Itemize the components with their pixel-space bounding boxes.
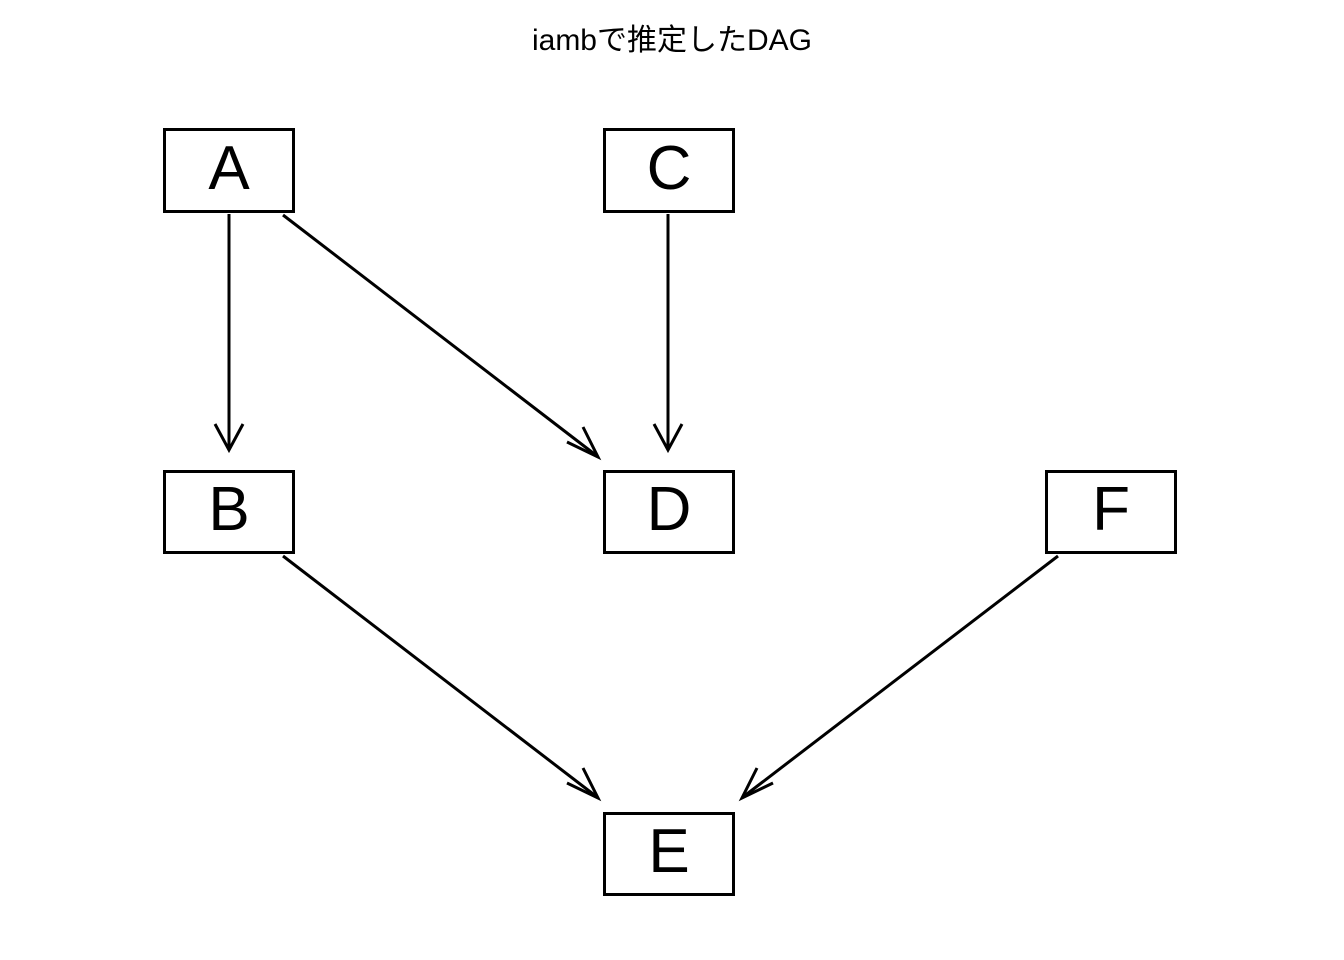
node-f-label: F bbox=[1092, 475, 1130, 544]
edge-a-to-b bbox=[213, 214, 245, 454]
node-e[interactable]: E bbox=[603, 812, 735, 896]
page-title: iambで推定したDAG bbox=[531, 24, 813, 57]
edge-c-to-d bbox=[652, 214, 684, 454]
node-d-label: D bbox=[646, 475, 692, 544]
node-d[interactable]: D bbox=[603, 470, 735, 554]
node-e-label: E bbox=[648, 817, 690, 886]
edge-f-to-e bbox=[738, 554, 1059, 802]
node-c[interactable]: C bbox=[603, 128, 735, 213]
node-f[interactable]: F bbox=[1045, 470, 1177, 554]
node-a[interactable]: A bbox=[163, 128, 295, 213]
node-a-label: A bbox=[208, 133, 250, 203]
node-b-label: B bbox=[208, 475, 250, 544]
node-b[interactable]: B bbox=[163, 470, 295, 554]
edge-b-to-e bbox=[282, 554, 602, 802]
node-c-label: C bbox=[646, 133, 692, 203]
edge-a-to-d bbox=[282, 213, 602, 461]
